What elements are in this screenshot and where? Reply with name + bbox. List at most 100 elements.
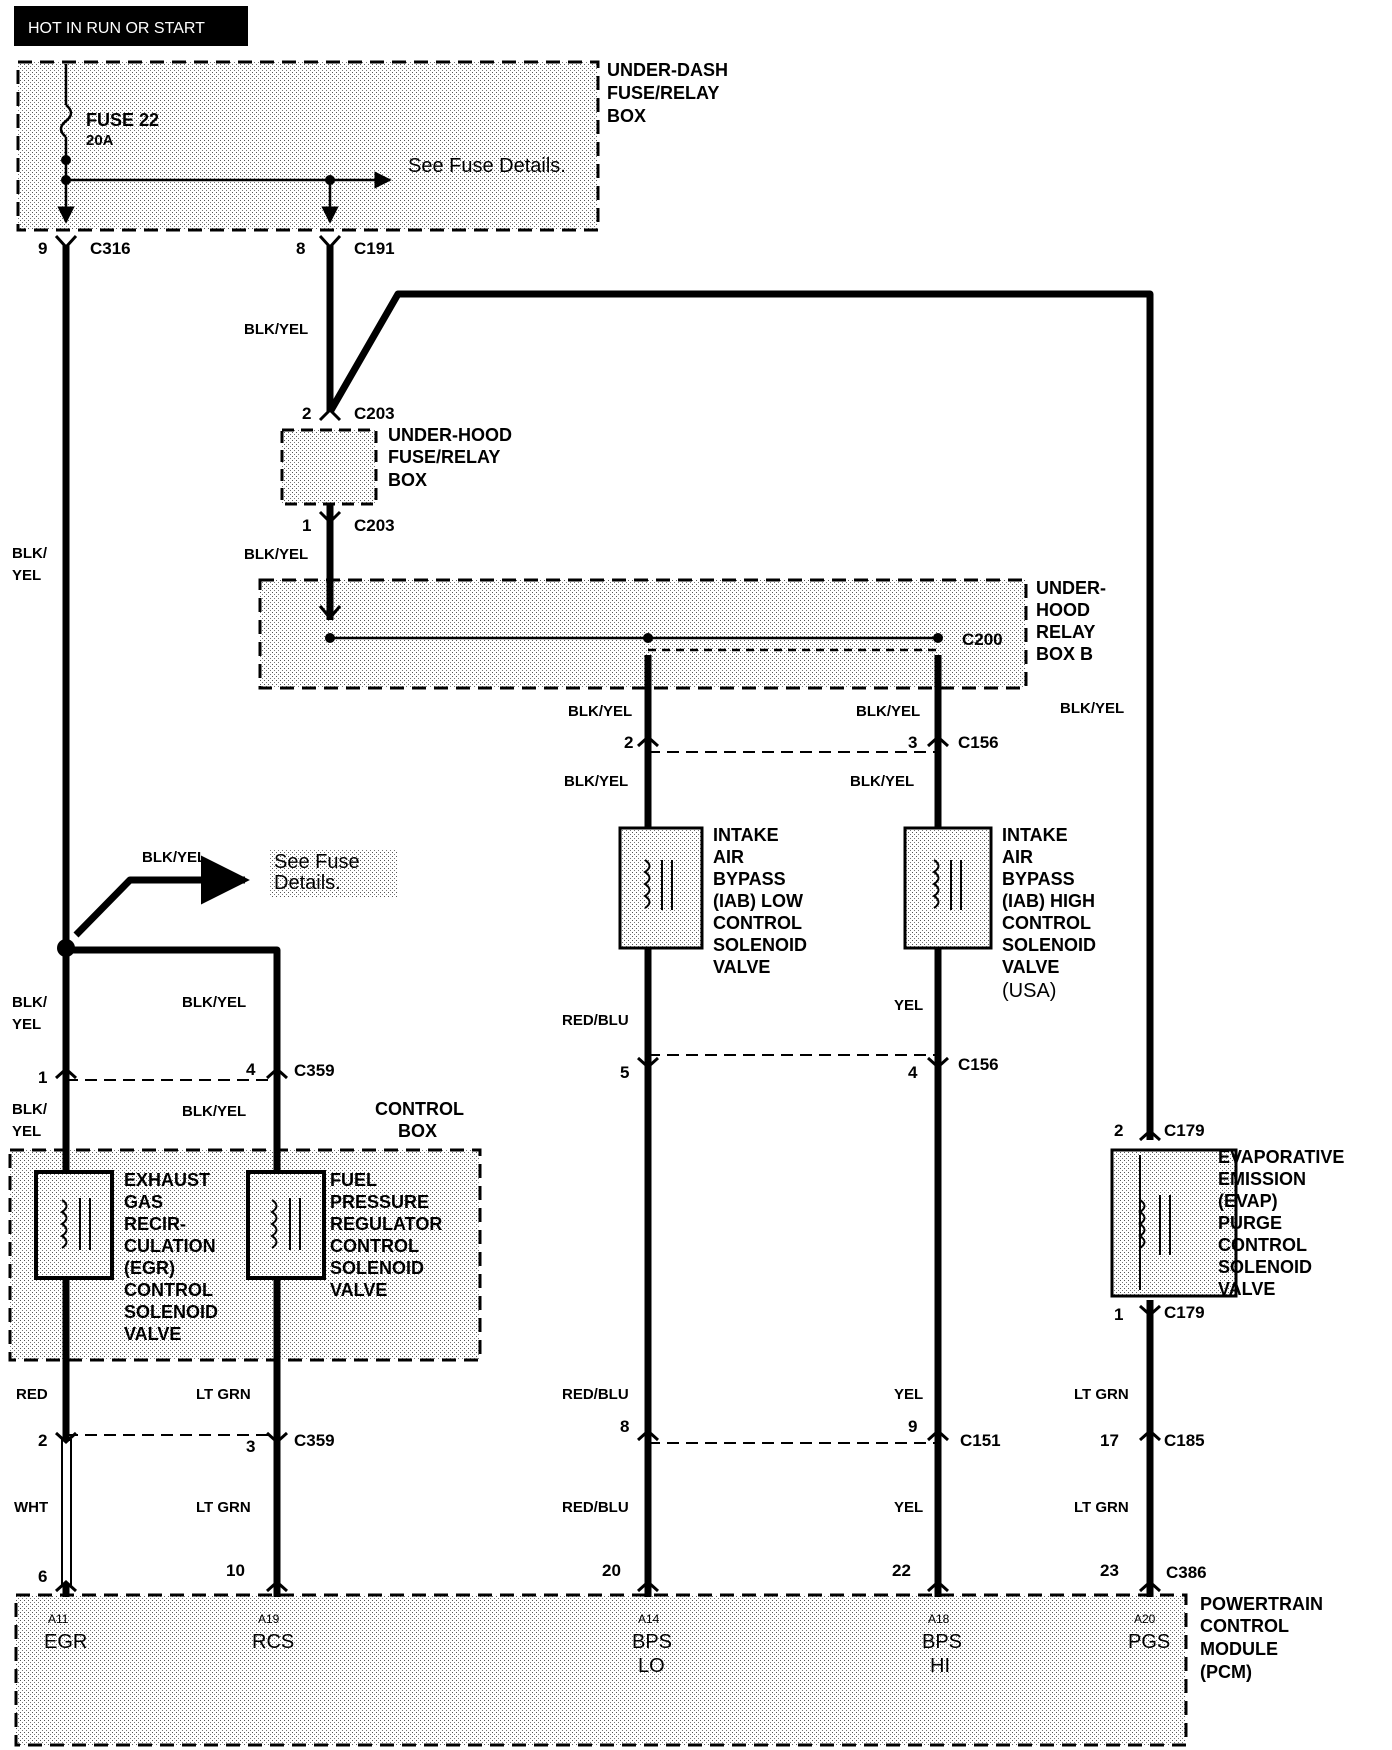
svg-text:C316: C316 bbox=[90, 239, 131, 258]
fuse-22-label: FUSE 22 bbox=[86, 110, 159, 130]
svg-text:LO: LO bbox=[638, 1655, 665, 1677]
svg-text:9: 9 bbox=[38, 239, 47, 258]
svg-text:CONTROL: CONTROL bbox=[713, 913, 802, 933]
underdash-label-2: FUSE/RELAY bbox=[607, 83, 719, 103]
svg-text:(USA): (USA) bbox=[1002, 980, 1056, 1002]
svg-text:8: 8 bbox=[296, 239, 305, 258]
under-dash-fuse-relay-box bbox=[16, 60, 600, 232]
underhood-label-3: BOX bbox=[388, 470, 427, 490]
svg-text:(EVAP): (EVAP) bbox=[1218, 1191, 1278, 1211]
svg-text:FUEL: FUEL bbox=[330, 1170, 377, 1190]
svg-text:C156: C156 bbox=[958, 733, 999, 752]
svg-text:CONTROL: CONTROL bbox=[124, 1280, 213, 1300]
svg-text:BLK/YEL: BLK/YEL bbox=[244, 321, 308, 338]
splice-dot bbox=[61, 175, 71, 185]
underhood-label-1: UNDER-HOOD bbox=[388, 425, 512, 445]
svg-text:4: 4 bbox=[246, 1060, 256, 1079]
svg-text:1: 1 bbox=[38, 1068, 47, 1087]
svg-text:EGR: EGR bbox=[44, 1631, 87, 1653]
pcm-box bbox=[14, 1593, 1188, 1747]
svg-text:BPS: BPS bbox=[632, 1631, 672, 1653]
svg-text:INTAKE: INTAKE bbox=[713, 825, 779, 845]
svg-text:10: 10 bbox=[226, 1561, 245, 1580]
svg-text:8: 8 bbox=[620, 1417, 629, 1436]
splice-dot bbox=[325, 633, 335, 643]
svg-text:REGULATOR: REGULATOR bbox=[330, 1214, 442, 1234]
svg-text:A11: A11 bbox=[48, 1612, 69, 1626]
svg-text:22: 22 bbox=[892, 1561, 911, 1580]
splice-dot bbox=[933, 633, 943, 643]
svg-text:BYPASS: BYPASS bbox=[1002, 869, 1075, 889]
egr-label: EXHAUST GAS RECIR- CULATION (EGR) CONTRO… bbox=[124, 1170, 218, 1344]
svg-text:RED/BLU: RED/BLU bbox=[562, 1012, 629, 1029]
svg-text:BLK/: BLK/ bbox=[12, 994, 48, 1011]
svg-text:YEL: YEL bbox=[894, 1499, 923, 1516]
svg-text:VALVE: VALVE bbox=[1218, 1279, 1275, 1299]
svg-text:23: 23 bbox=[1100, 1561, 1119, 1580]
pcm-terminals: A11 EGR A19 RCS A14 BPS LO A18 BPS HI A2… bbox=[44, 1612, 1170, 1677]
svg-text:SOLENOID: SOLENOID bbox=[124, 1302, 218, 1322]
svg-text:LT GRN: LT GRN bbox=[1074, 1386, 1129, 1403]
see-fuse-2-line1: See Fuse bbox=[274, 851, 360, 873]
pcm-title-4: (PCM) bbox=[1200, 1662, 1252, 1682]
svg-text:5: 5 bbox=[620, 1063, 629, 1082]
svg-text:BLK/YEL: BLK/YEL bbox=[564, 773, 628, 790]
relay-box-b-label-3: RELAY bbox=[1036, 622, 1095, 642]
splice-dot bbox=[61, 155, 71, 165]
svg-text:20: 20 bbox=[602, 1561, 621, 1580]
wire-color-labels: BLK/YEL BLK/YEL BLK/ YEL BLK/YEL BLK/ YE… bbox=[12, 321, 1129, 1516]
svg-text:RCS: RCS bbox=[252, 1631, 294, 1653]
svg-text:GAS: GAS bbox=[124, 1192, 163, 1212]
control-box-label-1: CONTROL bbox=[375, 1099, 464, 1119]
svg-text:YEL: YEL bbox=[12, 1123, 41, 1140]
svg-text:BPS: BPS bbox=[922, 1631, 962, 1653]
wht-wire bbox=[61, 1439, 72, 1586]
svg-text:SOLENOID: SOLENOID bbox=[1002, 935, 1096, 955]
svg-text:(IAB) LOW: (IAB) LOW bbox=[713, 891, 803, 911]
iab-high-solenoid bbox=[903, 826, 993, 950]
svg-text:C179: C179 bbox=[1164, 1121, 1205, 1140]
svg-text:BLK/YEL: BLK/YEL bbox=[182, 994, 246, 1011]
evap-label: EVAPORATIVE EMISSION (EVAP) PURGE CONTRO… bbox=[1218, 1147, 1344, 1299]
splice-dot bbox=[325, 175, 335, 185]
svg-text:BLK/: BLK/ bbox=[12, 1101, 48, 1118]
svg-text:CONTROL: CONTROL bbox=[1002, 913, 1091, 933]
svg-text:PRESSURE: PRESSURE bbox=[330, 1192, 429, 1212]
connector-tie-lines bbox=[66, 751, 938, 1444]
svg-text:2: 2 bbox=[302, 404, 311, 423]
svg-text:YEL: YEL bbox=[894, 1386, 923, 1403]
svg-text:(EGR): (EGR) bbox=[124, 1258, 175, 1278]
svg-text:BYPASS: BYPASS bbox=[713, 869, 786, 889]
pcm-title-1: POWERTRAIN bbox=[1200, 1594, 1323, 1614]
svg-text:C151: C151 bbox=[960, 1431, 1001, 1450]
header-bar bbox=[14, 6, 248, 46]
svg-text:VALVE: VALVE bbox=[1002, 957, 1059, 977]
connector-pins bbox=[54, 234, 1162, 1593]
svg-text:BLK/YEL: BLK/YEL bbox=[244, 546, 308, 563]
svg-text:(IAB) HIGH: (IAB) HIGH bbox=[1002, 891, 1095, 911]
svg-text:LT GRN: LT GRN bbox=[196, 1386, 251, 1403]
svg-text:A18: A18 bbox=[928, 1612, 950, 1626]
svg-text:1: 1 bbox=[1114, 1305, 1123, 1324]
svg-text:CONTROL: CONTROL bbox=[330, 1236, 419, 1256]
svg-text:A20: A20 bbox=[1134, 1612, 1156, 1626]
svg-text:C179: C179 bbox=[1164, 1303, 1205, 1322]
svg-text:EMISSION: EMISSION bbox=[1218, 1169, 1306, 1189]
pcm-title-2: CONTROL bbox=[1200, 1616, 1289, 1636]
svg-text:3: 3 bbox=[246, 1437, 255, 1456]
svg-text:YEL: YEL bbox=[12, 567, 41, 584]
underdash-label-3: BOX bbox=[607, 106, 646, 126]
svg-text:EVAPORATIVE: EVAPORATIVE bbox=[1218, 1147, 1344, 1167]
svg-text:BLK/YEL: BLK/YEL bbox=[142, 849, 206, 866]
svg-text:CULATION: CULATION bbox=[124, 1236, 216, 1256]
iab-high-label: INTAKE AIR BYPASS (IAB) HIGH CONTROL SOL… bbox=[1002, 825, 1096, 1002]
svg-text:YEL: YEL bbox=[12, 1016, 41, 1033]
svg-text:BLK/YEL: BLK/YEL bbox=[1060, 700, 1124, 717]
see-fuse-details-box bbox=[270, 850, 398, 898]
svg-text:17: 17 bbox=[1100, 1431, 1119, 1450]
svg-text:AIR: AIR bbox=[713, 847, 744, 867]
svg-text:C203: C203 bbox=[354, 516, 395, 535]
svg-text:RECIR-: RECIR- bbox=[124, 1214, 186, 1234]
relay-box-b-label-1: UNDER- bbox=[1036, 578, 1106, 598]
fpr-solenoid bbox=[246, 1170, 326, 1280]
